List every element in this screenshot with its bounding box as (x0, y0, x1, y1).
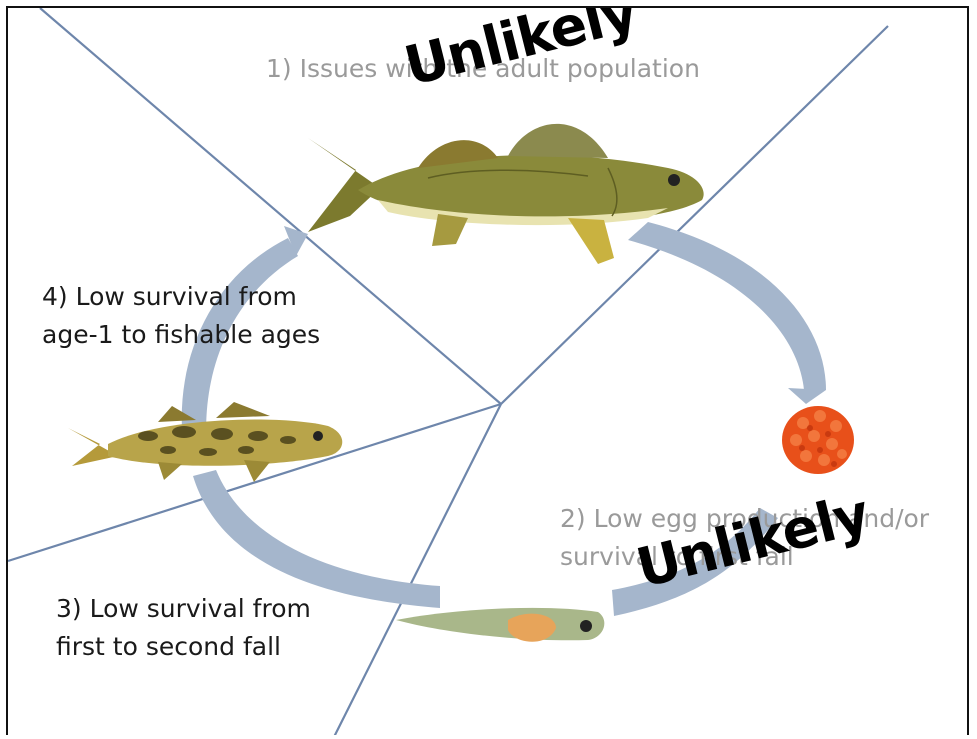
stage3-line1: 3) Low survival from (56, 590, 311, 628)
stage3-line2: first to second fall (56, 628, 311, 666)
larval-fish-icon (396, 608, 604, 642)
slide-frame: 1) Issues with the adult population 2) L… (6, 6, 969, 735)
egg-mass-icon (782, 406, 854, 474)
stage4-line1: 4) Low survival from (42, 278, 320, 316)
stage4-line2: age-1 to fishable ages (42, 316, 320, 354)
divider-bottom (334, 404, 501, 735)
stage4-label: 4) Low survival from age-1 to fishable a… (42, 278, 320, 354)
stage3-label: 3) Low survival from first to second fal… (56, 590, 311, 666)
